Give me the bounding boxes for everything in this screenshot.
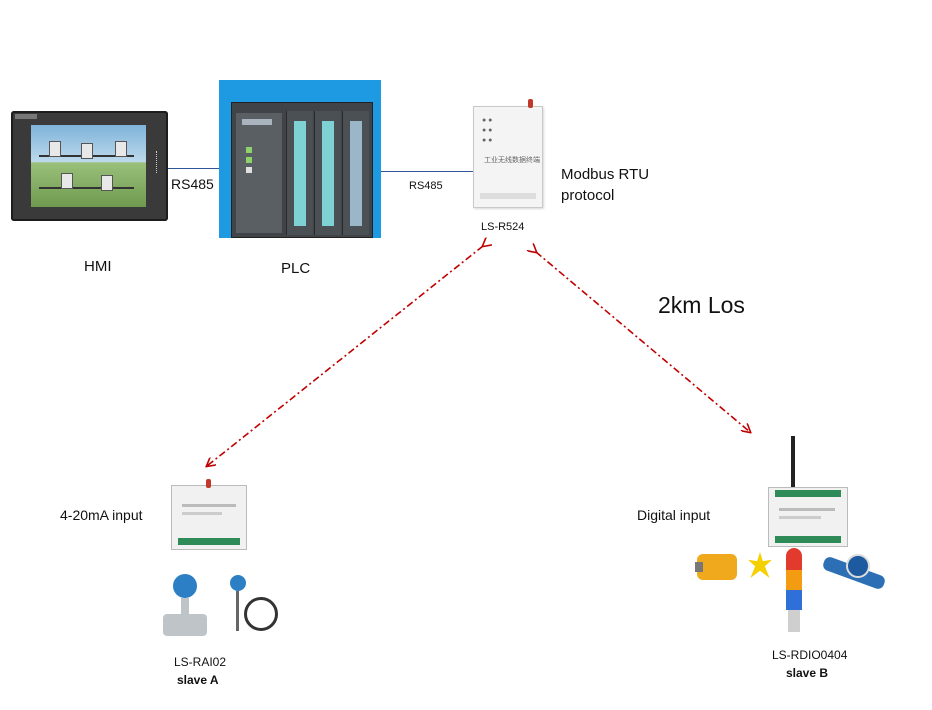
master-radio-panel-text: 工业无线数据终端 [484, 157, 540, 164]
flow-meter-icon [163, 572, 207, 642]
plc-device [219, 80, 381, 238]
slave-b-device [768, 487, 848, 547]
antenna-icon [791, 436, 795, 488]
plc-io-module [286, 111, 313, 235]
pressure-sensor-icon [228, 573, 278, 643]
antenna-icon [206, 479, 211, 488]
hmi-device [11, 111, 168, 221]
slave-a-device [171, 479, 247, 550]
protocol-line-1: Modbus RTU [561, 166, 650, 183]
plc-cpu-module [236, 113, 282, 233]
plc-io-module [314, 111, 341, 235]
hmi-plc-wire [168, 168, 220, 169]
plc-label: PLC [281, 260, 311, 277]
slave-b-io-label: Digital input [637, 507, 711, 523]
slave-b-model: LS-RDIO0404 [772, 648, 848, 662]
signal-tower-icon [784, 548, 804, 634]
slave-b-role: slave B [786, 666, 829, 680]
hmi-brand-plate [15, 114, 37, 119]
hmi-side-label [156, 151, 162, 173]
antenna-icon [528, 99, 533, 108]
wireless-link-slave-a [207, 246, 483, 466]
slave-a-io-label: 4-20mA input [60, 507, 143, 523]
protocol-line-2: protocol [561, 187, 615, 204]
plc-io-module [342, 111, 369, 235]
wireless-link-slave-b [536, 252, 750, 432]
master-radio-device: ● ● ● ● ● ● 工业无线数据终端 [473, 99, 543, 208]
plc-radio-wire [381, 171, 473, 172]
motor-icon [695, 548, 741, 586]
plc-radio-link-label: RS485 [409, 180, 443, 192]
slave-a-role: slave A [177, 673, 219, 687]
hmi-screen [31, 125, 146, 207]
water-meter-icon [821, 552, 892, 596]
slave-a-model: LS-RAI02 [174, 655, 227, 669]
range-label: 2km Los [658, 292, 745, 318]
hmi-label: HMI [84, 258, 112, 275]
master-radio-label: LS-R524 [481, 221, 525, 233]
hmi-plc-link-label: RS485 [171, 176, 214, 192]
